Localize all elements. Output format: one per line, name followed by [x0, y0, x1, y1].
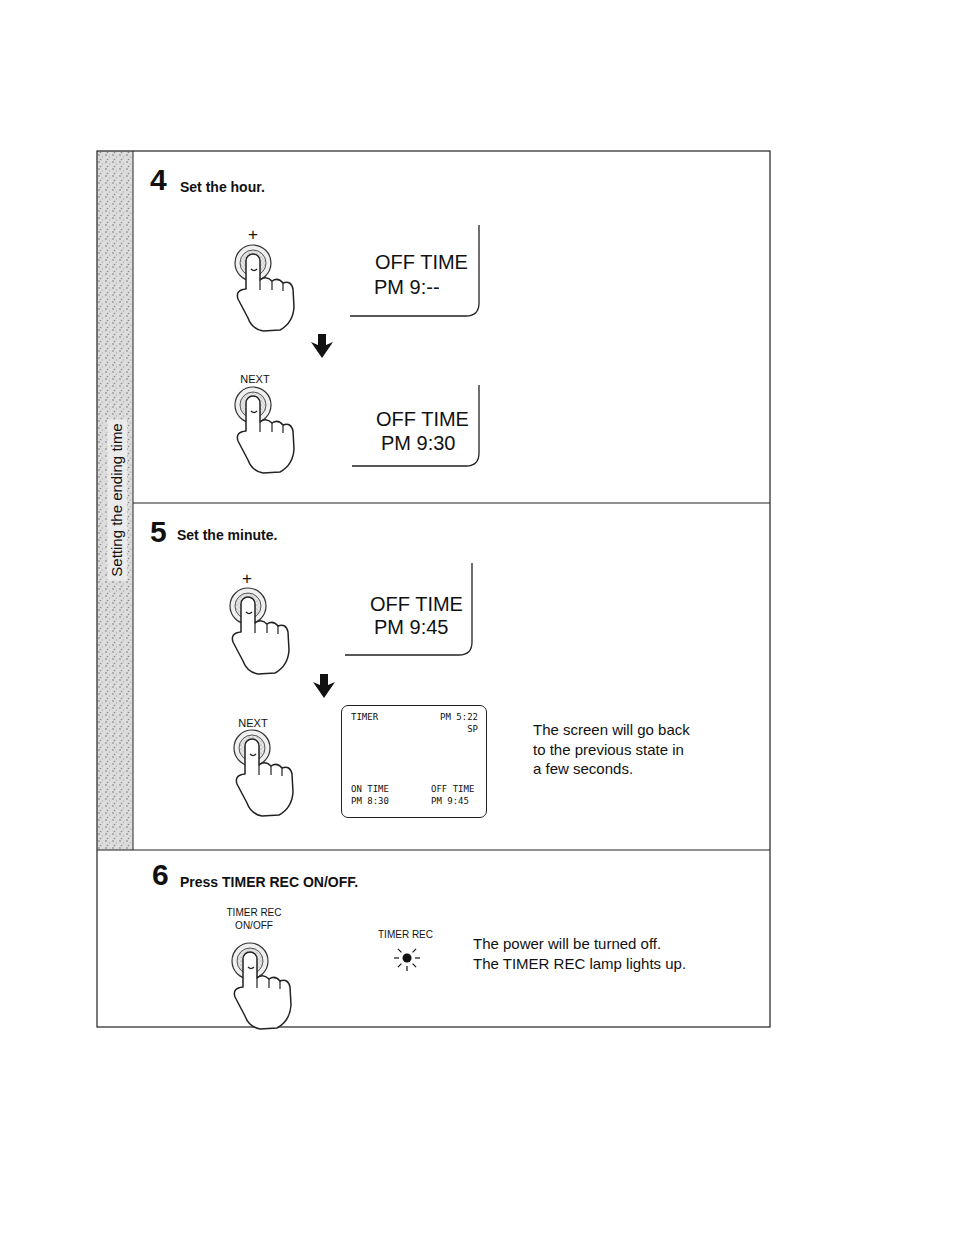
button-label: NEXT [238, 716, 267, 730]
lcd-text: OFF TIME [376, 408, 469, 431]
screen-text: OFF TIME [431, 784, 474, 794]
step-divider [97, 850, 770, 851]
lcd-border [350, 225, 479, 316]
lcd-display: OFF TIMEPM 9:30 [352, 385, 480, 467]
step-heading: Press TIMER REC ON/OFF. [180, 874, 358, 890]
note-text: The power will be turned off. [473, 934, 661, 954]
button-label: + [242, 568, 252, 590]
button-label: NEXT [240, 372, 269, 386]
screen-text: PM 9:45 [431, 796, 469, 806]
lcd-text: PM 9:45 [374, 616, 448, 639]
note-text: The screen will go back to the previous … [533, 720, 693, 779]
lcd-text: PM 9:-- [374, 276, 440, 299]
screen-text: TIMER [351, 712, 378, 722]
step-heading: Set the minute. [177, 527, 277, 543]
sidebar-rule [133, 151, 134, 850]
pointing-hand [237, 396, 294, 473]
step-divider [133, 503, 770, 504]
pointing-hand [232, 597, 289, 674]
step-panel: 5Set the minute.OFF TIMEPM 9:45TIMERPM 5… [133, 503, 770, 850]
lamp-label: TIMER REC [378, 928, 433, 941]
step-heading: Set the hour. [180, 179, 265, 195]
pointing-hand [236, 739, 293, 816]
screen-text: SP [467, 724, 478, 734]
lcd-border [345, 563, 472, 655]
note-text: The TIMER REC lamp lights up. [473, 954, 686, 974]
lcd-text: PM 9:30 [381, 432, 455, 455]
lcd-text: OFF TIME [375, 251, 468, 274]
screen-display: TIMER PM 5:22SP ON TIME PM 8:30 OFF TIME PM 9… [341, 705, 487, 818]
lcd-display: OFF TIMEPM 9:-- [350, 225, 480, 317]
step-number: 5 [150, 515, 167, 550]
step-arrow [313, 674, 335, 698]
screen-text: ON TIME [351, 784, 389, 794]
step-number: 6 [152, 858, 169, 893]
screen-text: PM 5:22 [440, 712, 478, 722]
pointing-hand [234, 952, 291, 1029]
step-number: 4 [150, 163, 167, 198]
step-arrow [311, 334, 333, 358]
lcd-border [352, 385, 479, 466]
lcd-text: OFF TIME [370, 593, 463, 616]
pointing-hand [237, 254, 294, 331]
step-panel: 4Set the hour.OFF TIMEPM 9:--OFF TIMEPM … [133, 151, 770, 503]
page-frame [97, 151, 770, 1027]
lcd-display: OFF TIMEPM 9:45 [345, 563, 473, 656]
timer-rec-lamp [394, 949, 420, 971]
button-label: + [248, 224, 258, 246]
button-label: TIMER REC ON/OFF [221, 906, 287, 932]
screen-text: PM 8:30 [351, 796, 389, 806]
step-panel: 6 Press TIMER REC ON/OFF. [97, 850, 770, 1027]
sidebar-texture [97, 151, 133, 850]
sidebar-title: Setting the ending time [107, 419, 127, 580]
